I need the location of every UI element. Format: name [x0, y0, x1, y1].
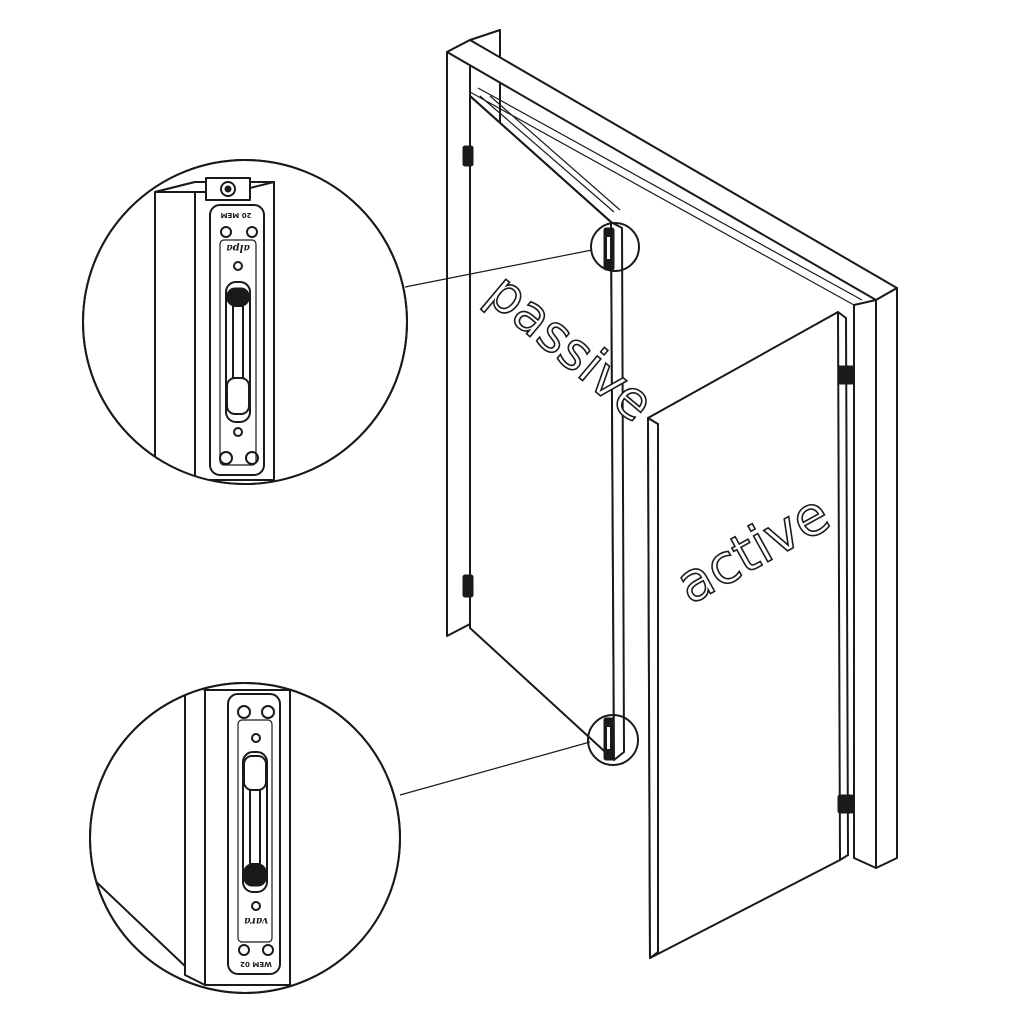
hinge-icon [837, 794, 855, 814]
hinge-icon [462, 574, 474, 598]
top-detail-code: 20 MEM [221, 211, 252, 219]
bottom-flush-bolt-detail: vara WEM 02 [89, 682, 401, 994]
top-flush-bolt-detail: 20 MEM alpa [82, 159, 408, 485]
top-detail-brand: alpa [226, 242, 250, 253]
bottom-detail-brand: vara [244, 915, 268, 926]
bottom-detail-code: WEM 02 [240, 960, 272, 968]
passive-hinges [462, 145, 474, 598]
passive-flush-bolts [587, 222, 640, 766]
active-hinges [837, 365, 855, 814]
passive-door-leaf [469, 95, 625, 761]
active-door-leaf [647, 311, 849, 959]
hinge-icon [462, 145, 474, 167]
hinge-icon [837, 365, 855, 385]
leader-lines [399, 249, 593, 796]
